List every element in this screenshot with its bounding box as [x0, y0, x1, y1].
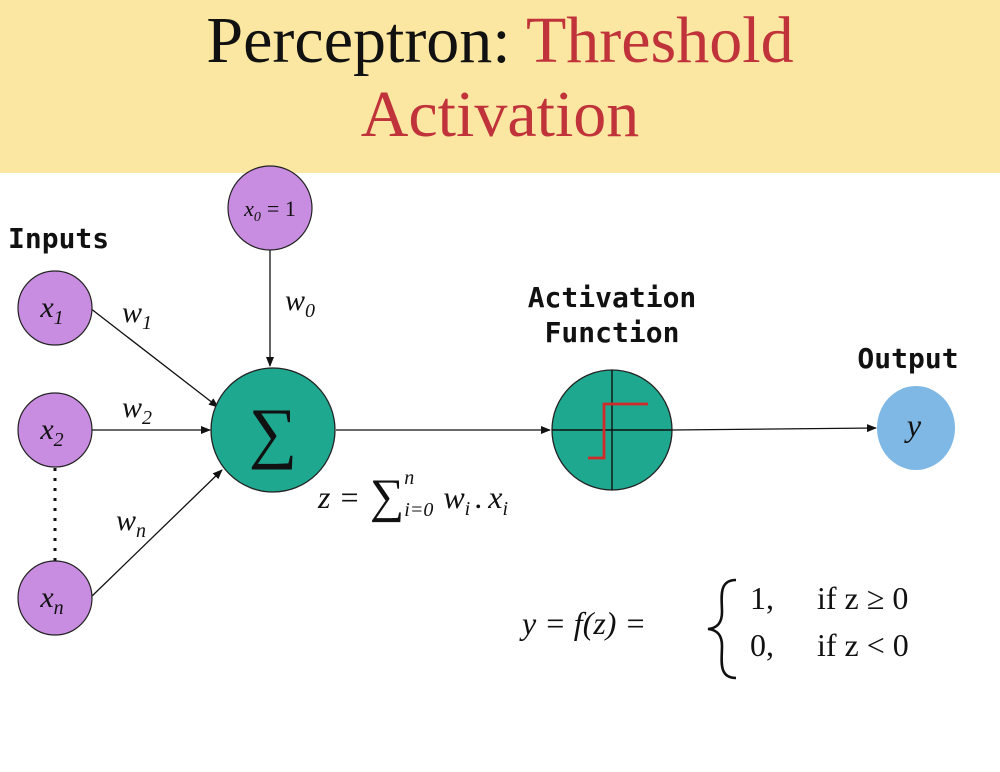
piecewise-brace — [707, 578, 737, 680]
bias-node-label: x0= 1 — [243, 196, 296, 225]
output-node-label: y — [904, 407, 922, 443]
activation-label-line1: Activation — [528, 281, 697, 314]
summation-symbol: ∑ — [249, 394, 297, 470]
bias-node — [227, 165, 313, 251]
edge-x1-sum — [89, 307, 219, 408]
activation-label-line2: Function — [545, 316, 680, 349]
input-node-x2 — [17, 392, 93, 468]
input-node-x1-label: x1 — [39, 291, 63, 329]
case1-condition: if z ≥ 0 — [817, 580, 908, 616]
output-node — [877, 386, 955, 470]
weight-w0: w0 — [285, 284, 315, 322]
title-part1: Perceptron: — [206, 4, 526, 77]
title-banner — [0, 0, 1000, 173]
edge-activation-output — [671, 424, 877, 433]
input-node-x2-label: x2 — [39, 413, 63, 451]
input-node-xn-label: xn — [39, 581, 63, 619]
case2-condition: if z < 0 — [817, 627, 909, 663]
input-node-x1 — [17, 270, 93, 346]
summation-node — [210, 367, 336, 493]
inputs-label: Inputs — [8, 222, 109, 255]
title-part2: Threshold — [525, 4, 794, 77]
case2-value: 0, — [750, 627, 774, 663]
input-node-xn — [17, 560, 93, 636]
title-line2: Activation — [360, 78, 640, 151]
weight-w2: w2 — [122, 391, 152, 429]
weight-w1: w1 — [122, 296, 152, 334]
piecewise-formula-lhs: y = f(z) = — [519, 605, 646, 641]
weight-wn: wn — [116, 504, 146, 542]
output-label: Output — [857, 342, 958, 375]
page-title: Perceptron: Threshold Activation — [0, 4, 1000, 152]
edge-xn-sum — [89, 469, 223, 599]
case1-value: 1, — [750, 580, 774, 616]
step-function-icon — [588, 402, 648, 460]
